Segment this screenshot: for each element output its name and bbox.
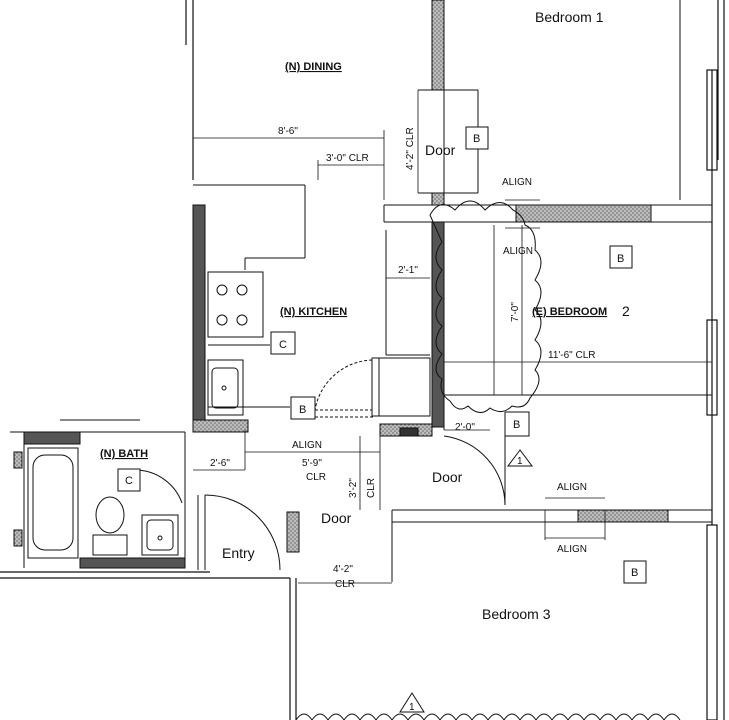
dim-4-2-clr-vertical: 4'-2" CLR (405, 127, 416, 170)
tag-b-bedroom1-door: B (473, 133, 480, 145)
tag-c-kitchen: C (279, 339, 287, 351)
dim-5-9: 5'-9" (302, 458, 322, 469)
room-label-dining: (N) DINING (285, 61, 342, 73)
tag-box-b-bedroom2-door (504, 411, 530, 437)
tag-box-b-bedroom1-door (465, 126, 489, 150)
dim-3-0-clr: 3'-0" CLR (326, 153, 369, 164)
align-note-kitchen: ALIGN (292, 440, 322, 451)
tag-box-c-kitchen (270, 331, 296, 355)
dim-5-9-sub: CLR (306, 472, 326, 483)
tag-b-bedroom3: B (631, 567, 638, 579)
tag-box-b-bedroom3 (623, 560, 647, 584)
section-marker-1 (507, 449, 533, 467)
dim-2-1: 2'-1" (398, 265, 418, 276)
tag-box-b-kitchen (290, 396, 316, 420)
room-label-bath: (N) BATH (100, 448, 148, 460)
room-label-kitchen: (N) KITCHEN (280, 306, 347, 318)
room-label-bedroom2: (E) BEDROOM (532, 306, 607, 318)
tag-b-kitchen: B (299, 404, 306, 416)
dim-2-6: 2'-6" (210, 458, 230, 469)
dim-dining-width: 8'-6" (278, 126, 298, 137)
door-label-bedroom2: Door (432, 469, 463, 485)
bedroom1-walls (383, 0, 712, 223)
room-label-bedroom1: Bedroom 1 (535, 9, 604, 25)
section-marker-label-1: 1 (517, 456, 523, 467)
dim-7-0: 7'-0" (510, 302, 521, 322)
entry-walls (197, 494, 681, 720)
tag-b-bedroom2: B (617, 253, 624, 265)
section-marker-2 (399, 692, 425, 713)
tag-b-bedroom2-door: B (513, 419, 520, 431)
room-label-bedroom2-num: 2 (622, 303, 630, 319)
tag-c-bath: C (125, 475, 133, 487)
dim-4-2: 4'-2" (333, 564, 353, 575)
align-note-top-below: ALIGN (503, 246, 533, 257)
dim-11-6-clr: 11'-6" CLR (548, 350, 596, 361)
dim-3-2-sub: CLR (366, 478, 377, 498)
align-note-bedroom3-top: ALIGN (557, 482, 587, 493)
tag-box-b-bedroom2 (609, 245, 633, 269)
dim-4-2-sub: CLR (335, 579, 355, 590)
room-label-bedroom3: Bedroom 3 (482, 606, 551, 622)
align-note-bedroom3-bottom: ALIGN (557, 544, 587, 555)
dimension-lines (193, 90, 712, 584)
align-note-top: ALIGN (502, 177, 532, 188)
room-label-entry: Entry (222, 545, 255, 561)
bedroom2-walls (379, 200, 712, 523)
door-label-bedroom1: Door (425, 142, 456, 158)
tag-box-c-bath (117, 468, 141, 492)
kitchen-walls (192, 184, 431, 433)
door-label-entry: Door (321, 510, 352, 526)
bath-walls (10, 419, 186, 569)
section-marker-label-2: 1 (409, 702, 415, 713)
dim-2-0: 2'-0" (455, 422, 475, 433)
dim-3-2: 3'-2" (348, 478, 359, 498)
